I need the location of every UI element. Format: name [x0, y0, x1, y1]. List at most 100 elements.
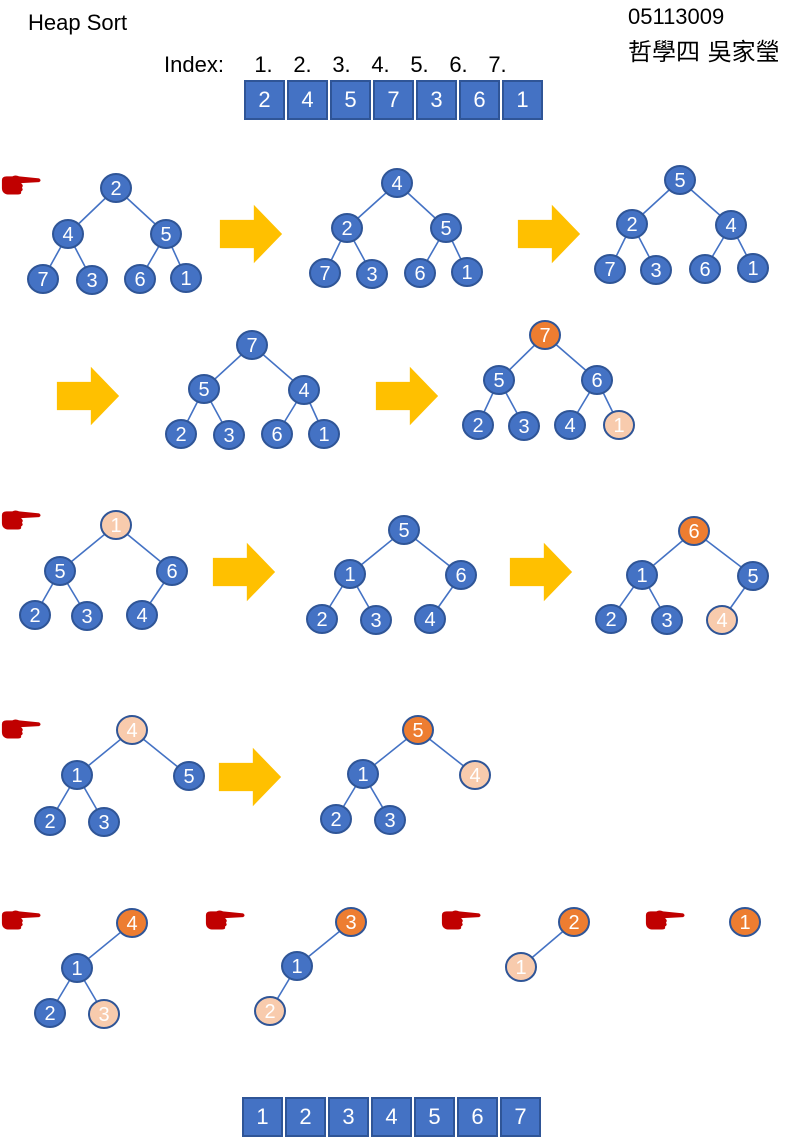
tree-node — [19, 600, 51, 630]
tree-node — [381, 168, 413, 198]
tree-node-label: 4 — [126, 720, 137, 742]
tree-node-label: 2 — [110, 178, 121, 200]
index-number: 7. — [488, 52, 507, 77]
heap-tree: 1 — [729, 907, 761, 937]
output-array: 1 2 3 4 5 6 7 — [242, 1097, 543, 1137]
tree-node-label: 4 — [62, 224, 73, 246]
tree-node-label: 1 — [71, 765, 82, 787]
tree-node — [150, 219, 182, 249]
page-title: Heap Sort — [28, 10, 128, 35]
tree-node-label: 6 — [166, 561, 177, 583]
tree-node — [124, 264, 156, 294]
tree-node-label: 3 — [98, 812, 109, 834]
tree-node-label: 7 — [319, 263, 330, 285]
tree-node-label: 2 — [341, 218, 352, 240]
tree-node-label: 3 — [366, 264, 377, 286]
tree-node — [360, 605, 392, 635]
array-cell: 7 — [500, 1097, 541, 1137]
tree-node — [737, 253, 769, 283]
tree-node — [729, 907, 761, 937]
tree-node — [737, 561, 769, 591]
tree-node — [309, 258, 341, 288]
tree-node — [706, 605, 738, 635]
tree-node-label: 4 — [716, 610, 727, 632]
student-id: 05113009 — [628, 4, 725, 29]
tree-node — [34, 806, 66, 836]
tree-node-label: 5 — [398, 520, 409, 542]
tree-node — [678, 516, 710, 546]
tree-node — [100, 173, 132, 203]
array-cell: 4 — [371, 1097, 412, 1137]
tree-node — [165, 419, 197, 449]
array-cell: 5 — [414, 1097, 455, 1137]
tree-node-label: 3 — [86, 270, 97, 292]
tree-node — [27, 264, 59, 294]
tree-node-label: 2 — [605, 609, 616, 631]
tree-node-label: 1 — [461, 262, 472, 284]
pointing-hand-icon — [1, 910, 41, 930]
tree-node — [594, 254, 626, 284]
tree-node-label: 5 — [440, 218, 451, 240]
index-number: 5. — [410, 52, 429, 77]
tree-node-label: 5 — [674, 170, 685, 192]
tree-node-label: 4 — [725, 215, 736, 237]
tree-node-label: 3 — [81, 606, 92, 628]
tree-node — [581, 365, 613, 395]
tree-node — [689, 254, 721, 284]
tree-node-label: 4 — [136, 605, 147, 627]
tree-node — [640, 255, 672, 285]
pointing-hand-icon — [441, 910, 481, 930]
tree-node — [173, 761, 205, 791]
array-cell: 4 — [287, 80, 328, 120]
tree-node — [388, 515, 420, 545]
index-number: 4. — [371, 52, 390, 77]
tree-node-label: 2 — [330, 809, 341, 831]
tree-node — [52, 219, 84, 249]
array-cell: 3 — [416, 80, 457, 120]
step-arrow-icon — [212, 542, 276, 602]
tree-node-label: 2 — [44, 1003, 55, 1025]
tree-node — [288, 375, 320, 405]
tree-node — [404, 258, 436, 288]
tree-node-label: 7 — [604, 259, 615, 281]
tree-node-label: 2 — [316, 609, 327, 631]
tree-node-label: 2 — [568, 912, 579, 934]
tree-node-label: 7 — [539, 325, 550, 347]
tree-node-label: 3 — [650, 260, 661, 282]
tree-node — [44, 556, 76, 586]
tree-node-label: 6 — [134, 269, 145, 291]
tree-node — [374, 805, 406, 835]
tree-node-label: 6 — [455, 565, 466, 587]
tree-node — [254, 996, 286, 1026]
tree-node-label: 1 — [180, 268, 191, 290]
tree-node-label: 6 — [591, 370, 602, 392]
tree-node — [34, 998, 66, 1028]
tree-node-label: 3 — [98, 1004, 109, 1026]
array-cell: 6 — [459, 80, 500, 120]
tree-node-label: 1 — [636, 565, 647, 587]
tree-node-label: 1 — [515, 957, 526, 979]
tree-node — [213, 420, 245, 450]
tree-node-label: 4 — [298, 380, 309, 402]
tree-node-label: 2 — [44, 811, 55, 833]
tree-node — [116, 908, 148, 938]
tree-node-label: 3 — [345, 912, 356, 934]
tree-node-label: 5 — [198, 379, 209, 401]
heap-tree: 312 — [254, 907, 367, 1026]
tree-node — [100, 510, 132, 540]
pointing-hand-icon — [1, 719, 41, 739]
tree-node — [76, 265, 108, 295]
tree-node — [61, 760, 93, 790]
tree-node-label: 3 — [370, 610, 381, 632]
tree-node-label: 5 — [54, 561, 65, 583]
tree-node — [483, 365, 515, 395]
tree-node — [445, 560, 477, 590]
tree-node — [335, 907, 367, 937]
